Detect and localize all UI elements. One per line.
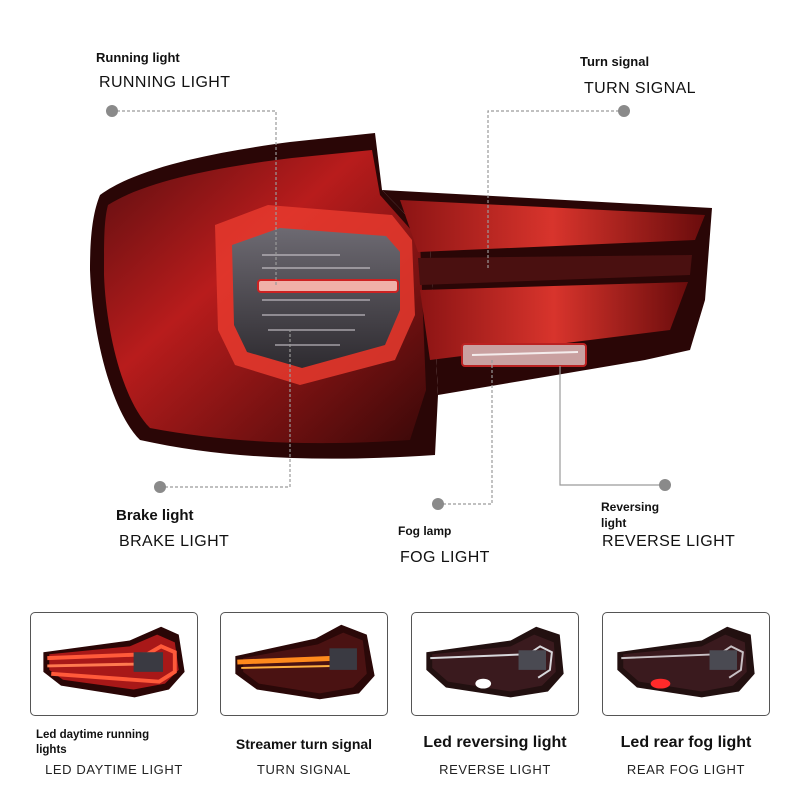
mode-thumb-rear-fog	[602, 612, 770, 716]
mode-rear-fog-subtitle: REAR FOG LIGHT	[626, 762, 746, 777]
brake-light-title: Brake light	[116, 507, 194, 524]
mode-daytime-subtitle: LED DAYTIME LIGHT	[45, 762, 183, 777]
reversing-light-title-line1: Reversing	[601, 500, 660, 514]
reverse-light-subtitle: REVERSE LIGHT	[602, 533, 736, 550]
mode-daytime-title-line2: lights	[36, 744, 67, 756]
left-lamp-unit	[90, 133, 438, 459]
fog-lamp-title: Fog lamp	[398, 524, 452, 538]
right-lamp-unit	[382, 190, 712, 395]
running-light-title: Running light	[96, 50, 180, 65]
mode-thumb-turn-signal	[220, 612, 388, 716]
mode-daytime-title-line1: Led daytime running	[36, 729, 150, 741]
mode-thumb-daytime-running	[30, 612, 198, 716]
turn-signal-subtitle: TURN SIGNAL	[584, 80, 696, 97]
mode-turn-subtitle: TURN SIGNAL	[256, 762, 351, 777]
mode-reversing-title: Led reversing light	[423, 734, 567, 751]
mode-rear-fog-title: Led rear fog light	[620, 734, 752, 751]
fog-light-subtitle: FOG LIGHT	[400, 549, 490, 566]
taillight-illustration	[90, 105, 712, 510]
mode-thumb-reversing	[411, 612, 579, 716]
brake-light-subtitle: BRAKE LIGHT	[119, 533, 230, 550]
mode-reversing-subtitle: REVERSE LIGHT	[439, 762, 551, 777]
reversing-light-title-line2: light	[601, 516, 627, 530]
running-light-subtitle: RUNNING LIGHT	[99, 74, 231, 91]
mode-turn-title: Streamer turn signal	[235, 736, 373, 752]
turn-signal-title: Turn signal	[580, 54, 650, 69]
